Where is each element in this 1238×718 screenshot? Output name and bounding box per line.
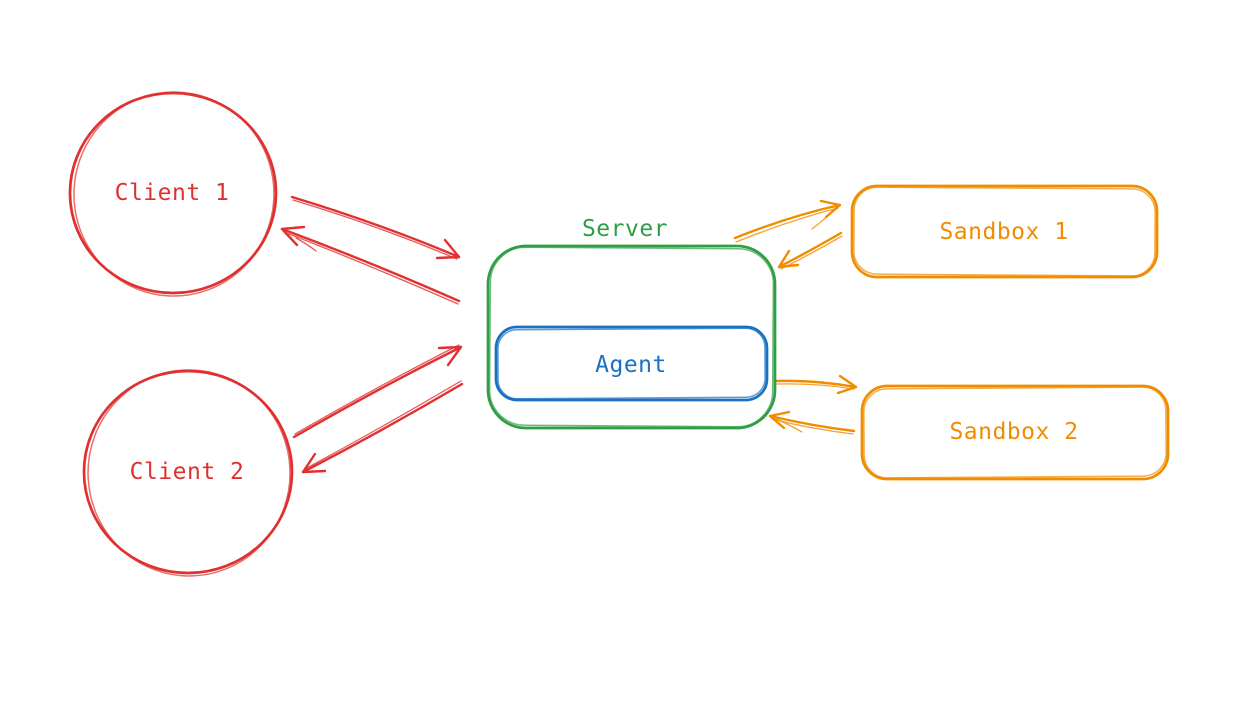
- arrow-line: [292, 345, 463, 439]
- arrow-server-to-sandbox2[interactable]: [774, 374, 858, 395]
- arrow-line-overdraw: [294, 344, 460, 435]
- arrowhead-icon: [301, 452, 327, 474]
- client-2-circle-overdraw: [87, 369, 291, 577]
- sandbox-1-box-overdraw: [853, 186, 1156, 277]
- arrowhead-icon: [435, 238, 461, 260]
- arrow-sandbox2-to-server[interactable]: [768, 410, 856, 435]
- arrow-sandbox1-to-server[interactable]: [777, 231, 843, 270]
- arrow-line-overdraw: [292, 199, 458, 260]
- arrow-server-to-client2[interactable]: [301, 380, 464, 474]
- arrow-client1-to-server[interactable]: [290, 195, 461, 260]
- agent-box: [494, 325, 769, 402]
- arrow-line: [290, 195, 461, 259]
- sandbox-1-box: [850, 184, 1159, 279]
- agent-box-overdraw: [497, 327, 766, 400]
- arrow-line: [777, 231, 843, 269]
- arrow-line: [280, 227, 461, 303]
- arrow-line-overdraw: [283, 231, 459, 305]
- arrow-line: [301, 382, 464, 474]
- server-label: Server: [582, 216, 668, 242]
- arrow-line-overdraw: [735, 207, 839, 243]
- sandbox-2-box: [860, 384, 1170, 481]
- client-2-circle: [82, 369, 294, 575]
- client-1-label: Client 1: [115, 180, 230, 206]
- arrow-line: [774, 379, 858, 389]
- node-agent[interactable]: Agent: [494, 325, 769, 402]
- server-box-overdraw: [488, 246, 775, 428]
- sandbox-2-box-overdraw: [863, 386, 1167, 479]
- arrow-line-overdraw: [771, 418, 854, 435]
- client-1-circle: [68, 91, 278, 295]
- node-client-2[interactable]: Client 2: [82, 367, 294, 580]
- node-client-1[interactable]: Client 1: [68, 87, 279, 301]
- arrowhead-icon: [777, 249, 800, 269]
- node-server[interactable]: Server: [486, 216, 777, 430]
- server-box: [486, 244, 777, 430]
- arrowhead-overdraw: [811, 204, 841, 230]
- node-sandbox-2[interactable]: Sandbox 2: [860, 384, 1170, 481]
- arrow-server-to-sandbox1[interactable]: [733, 199, 842, 243]
- arrow-line-overdraw: [776, 383, 855, 390]
- sandbox-2-label: Sandbox 2: [949, 419, 1078, 445]
- arrowhead-overdraw: [769, 415, 803, 433]
- arrow-line-overdraw: [304, 380, 462, 470]
- arrow-line: [768, 414, 856, 433]
- arrowhead-overdraw: [295, 237, 317, 252]
- client-1-circle-overdraw: [73, 91, 275, 297]
- arrow-line: [733, 203, 842, 240]
- agent-label: Agent: [595, 352, 667, 378]
- client-2-label: Client 2: [130, 459, 245, 485]
- arrow-server-to-client1[interactable]: [280, 225, 461, 305]
- arrowhead-icon: [437, 345, 463, 367]
- arrowhead-icon: [280, 225, 306, 247]
- arrow-client2-to-server[interactable]: [292, 344, 463, 439]
- sandbox-1-label: Sandbox 1: [939, 219, 1068, 245]
- node-sandbox-1[interactable]: Sandbox 1: [850, 184, 1159, 279]
- arrowhead-icon: [836, 374, 858, 395]
- arrow-line-overdraw: [780, 235, 843, 270]
